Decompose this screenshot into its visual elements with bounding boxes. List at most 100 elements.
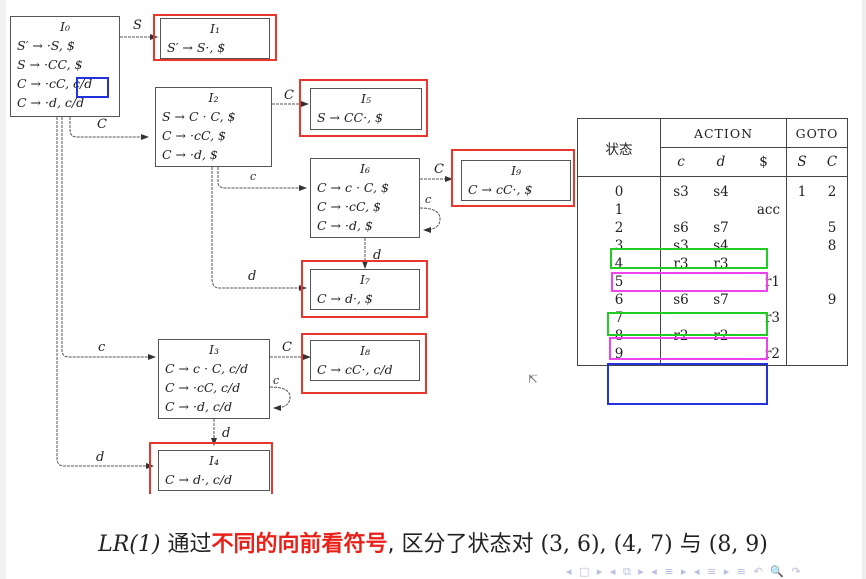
row-highlight-4: [611, 272, 768, 292]
edge-I0-I2: [69, 117, 149, 140]
cell-goto-S: [787, 219, 818, 237]
edge-label-I3-I4: d: [222, 426, 231, 441]
cell-action-d: r2: [713, 328, 729, 344]
caption-pairs: (3, 6), (4, 7): [540, 532, 680, 557]
cell-goto-C: [817, 255, 848, 273]
goto-col-C: C: [817, 147, 848, 177]
cell-action-c: s6: [673, 292, 689, 308]
lr-item: C → ·cC, $: [317, 199, 381, 214]
caption-last-pair: (8, 9): [701, 532, 768, 557]
caption-text-2: , 区分了状态对: [387, 532, 541, 557]
cell-goto-S: [787, 345, 818, 366]
cell-goto-S: [787, 255, 818, 273]
caption-lr1: LR(1): [98, 532, 168, 557]
state-title: I₈: [360, 343, 370, 358]
edge-I2-I6: [217, 167, 307, 191]
edge-label-I2-I5: C: [284, 88, 294, 103]
state-highlight-I4: [149, 442, 273, 494]
lr-item: C → d·, c/d: [165, 472, 233, 487]
lr-item: C → ·cC, c/d: [165, 380, 241, 395]
cell-goto-C: [817, 327, 848, 345]
lr-item: C → ·d, c/d: [17, 95, 85, 110]
edge-label-I2-I6: c: [250, 170, 257, 183]
cell-goto-S: [787, 291, 818, 309]
state-I8: I₈ C → cC·, c/d: [310, 340, 420, 381]
left-margin: [0, 0, 6, 579]
lr-item: C → c · C, c/d: [165, 361, 249, 376]
state-I0: I₀ S′ → ·S, $ S → ·CC, $ C → ·cC, c/d C …: [10, 16, 120, 117]
state-I7: I₇ C → d·, $: [310, 269, 420, 310]
right-scrollbar[interactable]: [862, 0, 866, 579]
state-I4: I₄ C → d·, c/d: [158, 450, 270, 491]
state-column-header: 状态: [577, 118, 661, 177]
state-title: I₀: [60, 19, 70, 34]
state-highlight-I8: [301, 333, 427, 394]
cell-action-d: s4: [713, 238, 729, 254]
caption-highlight: 不同的向前看符号: [211, 532, 388, 557]
slide-caption: LR(1) 通过不同的向前看符号, 区分了状态对 (3, 6), (4, 7) …: [0, 526, 866, 558]
cell-action-d: [701, 201, 741, 219]
cell-action-dollar: r2: [741, 345, 787, 366]
edge-I0-I4: [56, 117, 154, 469]
edge-label-I6-I9: C: [434, 162, 444, 177]
cell-goto-C: [817, 309, 848, 327]
caption-text-3: 与: [679, 532, 702, 557]
cell-goto-S: [787, 273, 818, 291]
cell-row-state: 3: [577, 237, 661, 255]
cell-action-d: s4: [713, 184, 729, 200]
cell-goto-C: 2: [827, 184, 837, 200]
cell-action-d: s7: [713, 220, 729, 236]
lr-item: S′ → S·, $: [167, 40, 226, 55]
state-highlight-I5: [299, 79, 428, 137]
lookahead-highlight-blue: [76, 77, 109, 98]
row-highlight-7: [609, 337, 768, 360]
lr-item: C → d·, $: [317, 291, 373, 306]
state-title: I₅: [361, 91, 371, 106]
cell-goto-S: [787, 327, 818, 345]
row-highlight-6: [607, 312, 768, 336]
lr-item: C → ·d, $: [317, 218, 373, 233]
lr-item: C → cC·, $: [468, 182, 533, 197]
cell-row-state: 2: [577, 219, 661, 237]
lr-item: S′ → ·S, $: [17, 38, 75, 53]
action-col-d: d: [701, 147, 741, 177]
cell-row-state: 8: [577, 327, 661, 345]
state-highlight-I1: [153, 14, 277, 61]
cell-row-state: 0: [577, 176, 661, 201]
state-title: I₁: [210, 21, 220, 36]
cell-action-d: s7: [713, 292, 729, 308]
edge-label-I0-I4: d: [96, 450, 105, 465]
state-I9: I₉ C → cC·, $: [461, 160, 571, 201]
edge-label-I0-I2: C: [97, 117, 107, 132]
action-header: ACTION: [660, 118, 787, 148]
lr-item: S → ·CC, $: [17, 57, 83, 72]
cell-row-state: 6: [577, 291, 661, 309]
beamer-navigation-bar[interactable]: ◂ □ ▸ ◂ ⧉ ▸ ◂ ≡ ▸ ◂ ≡ ▸ ≡ ↶ 🔍 ↷: [566, 565, 803, 578]
cell-action-c: s3: [673, 184, 689, 200]
cell-goto-C: [817, 345, 848, 366]
cell-goto-S: [787, 237, 818, 255]
state-I3: I₃ C → c · C, c/d C → ·cC, c/d C → ·d, c…: [158, 339, 270, 419]
goto-col-S: S: [786, 147, 817, 177]
lr-item: C → ·d, $: [162, 147, 218, 162]
cell-action-dollar: [741, 176, 787, 201]
state-title: I₂: [208, 90, 219, 105]
state-title: I₃: [209, 342, 219, 357]
edge-I2-I7: [211, 167, 307, 291]
lr-item: S → CC·, $: [317, 110, 383, 125]
edge-label-I2-I7: d: [248, 269, 257, 284]
lr-item: S → C · C, $: [162, 109, 236, 124]
state-I6: I₆ C → c · C, $ C → ·cC, $ C → ·d, $: [310, 158, 420, 238]
lr-item: C → ·d, c/d: [165, 399, 233, 414]
state-title: I₄: [209, 453, 219, 468]
cell-row-state: 1: [577, 201, 661, 219]
